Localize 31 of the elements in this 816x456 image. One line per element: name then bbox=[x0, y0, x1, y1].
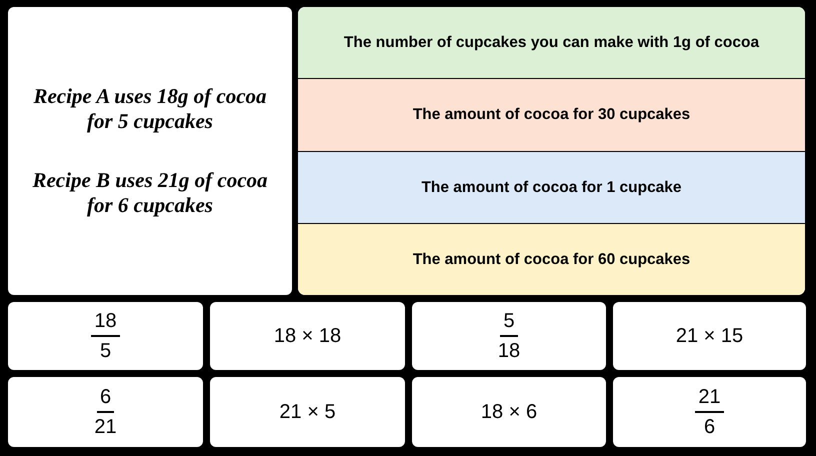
expression-text: 21 × 5 bbox=[279, 400, 336, 424]
statement-text: The amount of cocoa for 60 cupcakes bbox=[412, 250, 690, 268]
fraction-numerator: 18 bbox=[91, 309, 120, 337]
answer-card bbox=[8, 377, 203, 447]
statement-text: The amount of cocoa for 30 cupcakes bbox=[412, 106, 690, 124]
statement-band bbox=[298, 7, 805, 78]
fraction-denominator: 6 bbox=[704, 415, 716, 439]
answer-card bbox=[210, 302, 405, 370]
fraction-denominator: 18 bbox=[498, 339, 520, 363]
statement-band bbox=[298, 78, 805, 151]
fraction-denominator: 21 bbox=[94, 415, 117, 439]
expression-text: 18 × 18 bbox=[274, 324, 342, 348]
fraction-numerator: 21 bbox=[695, 385, 724, 413]
expression-text: 18 × 6 bbox=[480, 400, 538, 424]
expression-text: 21 × 15 bbox=[676, 324, 744, 348]
answer-card bbox=[613, 377, 806, 447]
fraction-denominator: 5 bbox=[100, 339, 112, 363]
answer-card bbox=[8, 302, 203, 370]
statement-text: The number of cupcakes you can make with 1g of cocoa bbox=[344, 34, 760, 52]
answer-card bbox=[210, 377, 405, 447]
answer-card bbox=[412, 302, 606, 370]
statement-band bbox=[298, 223, 805, 295]
recipe-text: Recipe B uses 21g of cocoa for 6 cupcakes bbox=[31, 168, 269, 218]
statement-text: The amount of cocoa for 1 cupcake bbox=[421, 178, 682, 196]
fraction-numerator: 6 bbox=[96, 385, 114, 413]
recipe-card bbox=[8, 7, 292, 295]
statement-band bbox=[298, 151, 805, 223]
answer-card bbox=[613, 302, 806, 370]
answer-card bbox=[412, 377, 606, 447]
fraction-numerator: 5 bbox=[500, 309, 518, 337]
recipe-text: Recipe A uses 18g of cocoa for 5 cupcakes bbox=[32, 84, 268, 134]
